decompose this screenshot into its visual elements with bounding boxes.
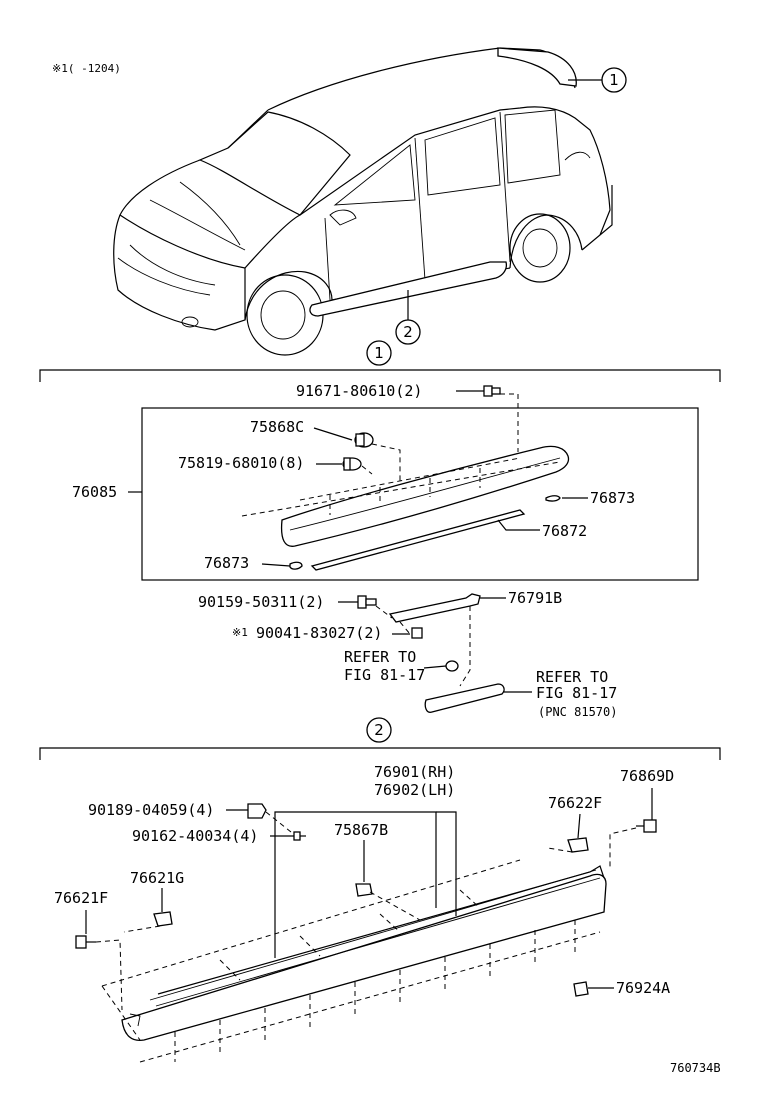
section-marker-1 [366, 340, 392, 366]
rear-spoiler-part [241, 445, 570, 547]
label-76873-left: 76873 [204, 554, 249, 572]
label-76621G: 76621G [130, 869, 184, 887]
refer-left-line2: FIG 81-17 [344, 666, 425, 684]
side-skirt-on-car [309, 261, 508, 317]
pad-76873-right-icon [545, 495, 561, 502]
rear-spoiler-on-car [497, 47, 577, 87]
screw-90162-icon [293, 831, 306, 841]
nut-90041-icon [411, 627, 423, 639]
pad-76873-left-icon [289, 561, 303, 570]
vehicle-illustration [113, 47, 613, 356]
label-76924A: 76924A [616, 979, 670, 997]
bolt-90159-icon [357, 595, 377, 609]
label-75819-68010: 75819-68010(8) [178, 454, 304, 472]
callout-circle-1 [601, 67, 627, 93]
label-90041-mark: ※1 [232, 626, 248, 639]
section-marker-1-label: 1 [374, 344, 384, 362]
bracket-76791B-icon [388, 593, 481, 623]
garnish-81570-icon [424, 683, 505, 713]
label-90041-83027: 90041-83027(2) [256, 624, 382, 642]
callout-label-1: 1 [609, 71, 619, 89]
clip-76869D-icon [636, 819, 657, 833]
section-2-bracket [39, 747, 721, 760]
clip-76621F-icon [75, 935, 96, 949]
refer-right-line3: (PNC 81570) [538, 705, 617, 719]
refer-left-line1: REFER TO [344, 648, 416, 666]
callout-circle-2 [395, 319, 421, 345]
section-marker-2-label: 2 [374, 721, 384, 739]
label-90189-04059: 90189-04059(4) [88, 801, 214, 819]
label-90162-40034: 90162-40034(4) [132, 827, 258, 845]
label-75868C: 75868C [250, 418, 304, 436]
label-76869D: 76869D [620, 767, 674, 785]
assembly-box-76085 [141, 407, 699, 581]
callout-label-2: 2 [403, 323, 413, 341]
label-76622F: 76622F [548, 794, 602, 812]
label-90159-50311: 90159-50311(2) [198, 593, 324, 611]
refer-left-fastener-icon [445, 660, 459, 672]
label-76873-right: 76873 [590, 489, 635, 507]
variant-note: ※1( -1204) [52, 62, 121, 75]
label-91671-80610: 91671-80610(2) [296, 382, 422, 400]
label-75867B: 75867B [334, 821, 388, 839]
label-76621F: 76621F [54, 889, 108, 907]
clip-76621G-icon [153, 911, 173, 927]
nut-90189-icon [247, 803, 267, 819]
label-76872: 76872 [542, 522, 587, 540]
label-76902-LH: 76902(LH) [374, 781, 455, 799]
figure-code: 760734B [670, 1061, 721, 1075]
clip-76622F-icon [567, 837, 589, 853]
refer-right-line1: REFER TO [536, 668, 608, 686]
label-76085: 76085 [72, 483, 117, 501]
clip-75868C-icon [354, 432, 374, 448]
clip-75819-icon [342, 457, 362, 471]
section-1-bracket [39, 369, 721, 382]
section-marker-2 [366, 717, 392, 743]
screw-91671-icon [483, 385, 501, 397]
refer-right-line2: FIG 81-17 [536, 684, 617, 702]
side-skirt-part [101, 859, 607, 1063]
clip-75867B-icon [355, 883, 373, 897]
clip-76924A-icon [573, 981, 589, 997]
label-76901-RH: 76901(RH) [374, 763, 455, 781]
label-76791B: 76791B [508, 589, 562, 607]
seal-76872-icon [310, 509, 526, 571]
